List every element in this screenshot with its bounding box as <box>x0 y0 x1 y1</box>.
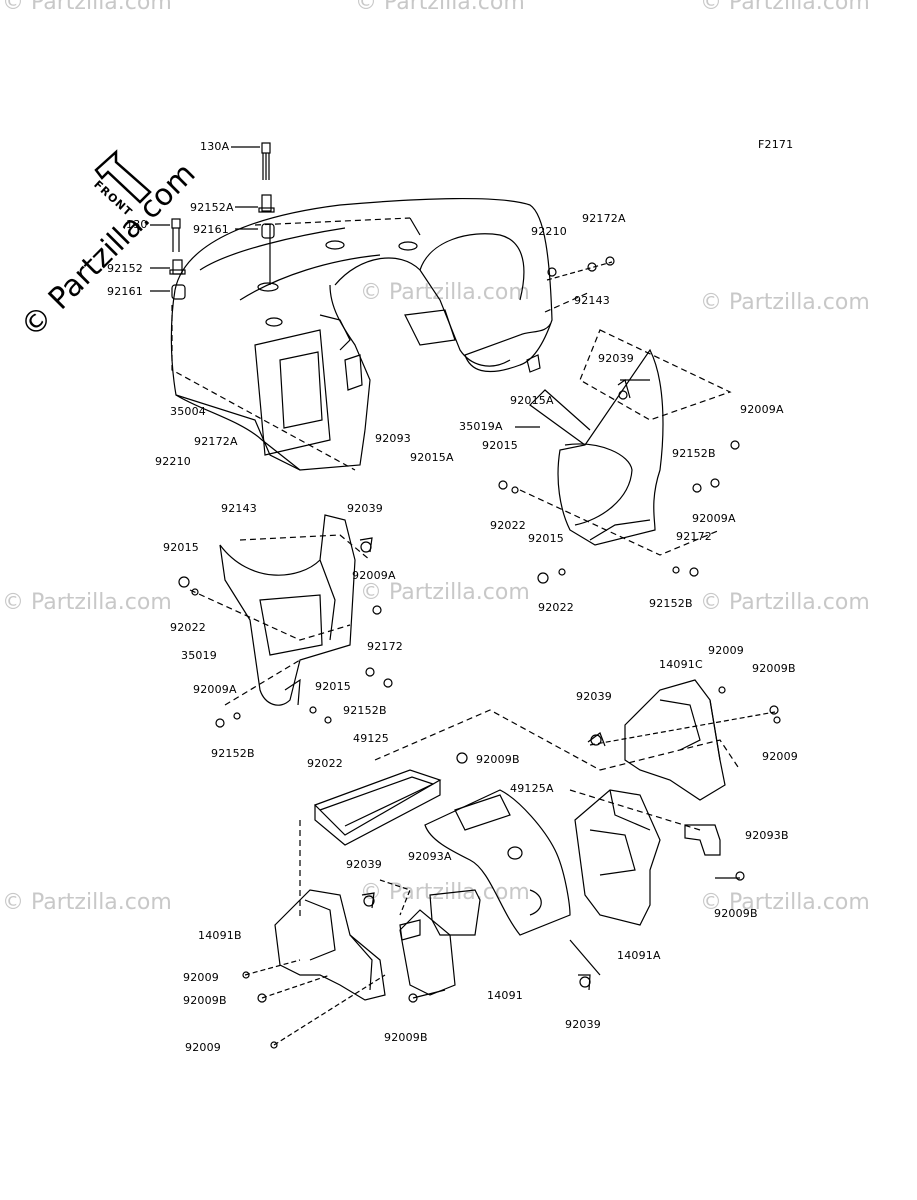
part-label: 92009A <box>352 569 396 582</box>
part-label: 14091C <box>659 658 703 671</box>
part-label: 130 <box>126 218 148 231</box>
part-label: 92152B <box>672 447 716 460</box>
part-label: 92210 <box>155 455 191 468</box>
front-arrow-icon <box>94 149 152 204</box>
collar-92152 <box>169 259 186 275</box>
part-label: 92009B <box>384 1031 428 1044</box>
part-label: 92152B <box>649 597 693 610</box>
part-label: 92022 <box>490 519 526 532</box>
part-label: 14091A <box>617 949 661 962</box>
part-label: 92009 <box>762 750 798 763</box>
part-label: 92009B <box>752 662 796 675</box>
part-label: 92172 <box>676 530 712 543</box>
part-label: 92009A <box>692 512 736 525</box>
part-label: 92009 <box>185 1041 221 1054</box>
part-label: 92039 <box>598 352 634 365</box>
part-label: 14091 <box>487 989 523 1002</box>
front-fender-35004 <box>170 197 553 471</box>
part-label: 92143 <box>574 294 610 307</box>
part-label: 92152B <box>211 747 255 760</box>
part-label: 92143 <box>221 502 257 515</box>
part-label: 92015A <box>510 394 554 407</box>
part-label: 92015 <box>528 532 564 545</box>
part-label: 92009 <box>708 644 744 657</box>
cover-14091c <box>624 679 726 801</box>
part-label: 92039 <box>347 502 383 515</box>
watermark: © Partzilla.com <box>2 0 172 15</box>
bush-92161 <box>261 223 275 239</box>
watermark: © Partzilla.com <box>700 590 870 615</box>
watermark: © Partzilla.com <box>360 880 530 905</box>
bolt-130 <box>171 218 181 252</box>
part-label: 92039 <box>346 858 382 871</box>
bolt-130a <box>261 142 271 180</box>
cover-14091a <box>574 789 661 926</box>
side-cover-35019a <box>529 348 664 546</box>
part-label: 92009A <box>740 403 784 416</box>
part-label: 92009 <box>183 971 219 984</box>
cover-14091b <box>274 889 386 1001</box>
part-label: 92172A <box>194 435 238 448</box>
part-label: 92015A <box>410 451 454 464</box>
watermark: © Partzilla.com <box>700 890 870 915</box>
watermark: © Partzilla.com <box>360 580 530 605</box>
part-label: 92009B <box>476 753 520 766</box>
part-label: 92093A <box>408 850 452 863</box>
part-label: 92009A <box>193 683 237 696</box>
part-label: 92009B <box>714 907 758 920</box>
part-label: 35004 <box>170 405 206 418</box>
part-label: 92015 <box>315 680 351 693</box>
part-label: 92172A <box>582 212 626 225</box>
part-label: 35019A <box>459 420 503 433</box>
guard-49125a <box>424 789 571 936</box>
bush-92161b <box>171 284 186 300</box>
part-label: 92015 <box>163 541 199 554</box>
part-label: 14091B <box>198 929 242 942</box>
part-label: 92093 <box>375 432 411 445</box>
side-cover-35019 <box>219 514 356 706</box>
watermark: © Partzilla.com <box>700 290 870 315</box>
part-label: 92161 <box>107 285 143 298</box>
part-label: 92210 <box>531 225 567 238</box>
plate-49125 <box>313 769 442 846</box>
watermark: © Partzilla.com <box>2 890 172 915</box>
part-label: 92152 <box>107 262 143 275</box>
part-label: 92009B <box>183 994 227 1007</box>
part-label: 92039 <box>576 690 612 703</box>
part-label: 92022 <box>170 621 206 634</box>
part-label: 92022 <box>307 757 343 770</box>
collar-92152a <box>258 194 275 213</box>
part-label: 92015 <box>482 439 518 452</box>
part-label: 35019 <box>181 649 217 662</box>
watermark: © Partzilla.com <box>2 590 172 615</box>
watermark: © Partzilla.com <box>360 280 530 305</box>
part-label: 92161 <box>193 223 229 236</box>
part-label: 92152A <box>190 201 234 214</box>
part-label: 130A <box>200 140 230 153</box>
watermark: © Partzilla.com <box>355 0 525 15</box>
figure-code: F2171 <box>758 138 794 151</box>
part-label: 92093B <box>745 829 789 842</box>
part-label: 92172 <box>367 640 403 653</box>
part-label: 92022 <box>538 601 574 614</box>
part-label: 49125A <box>510 782 554 795</box>
part-label: 49125 <box>353 732 389 745</box>
bracket-14091 <box>399 909 456 996</box>
watermark: © Partzilla.com <box>700 0 870 15</box>
part-label: 92039 <box>565 1018 601 1031</box>
part-label: 92152B <box>343 704 387 717</box>
